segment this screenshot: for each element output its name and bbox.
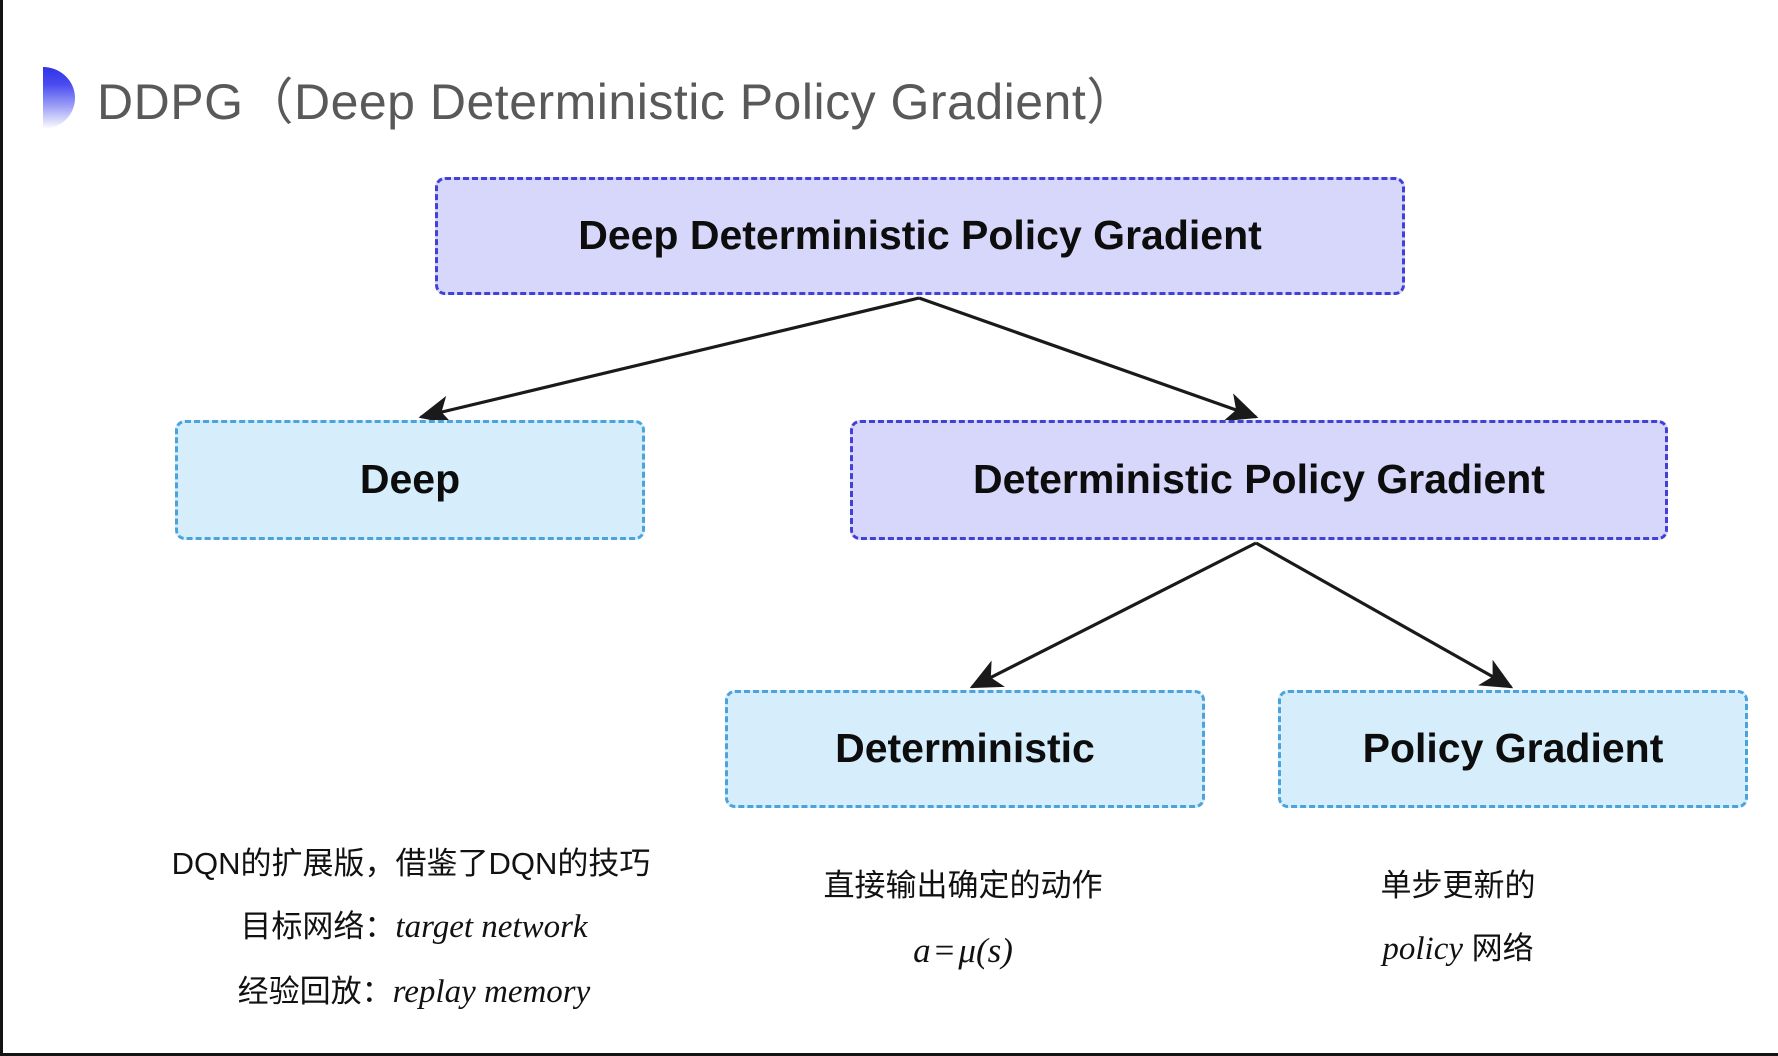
caption-deterministic: 直接输出确定的动作 a=μ(s) xyxy=(793,862,1133,978)
node-deep[interactable]: Deep xyxy=(175,420,645,540)
edge-root-to-deep xyxy=(418,296,920,425)
caption-deep-line-2: 目标网络：target network xyxy=(240,909,588,946)
node-label: Deep xyxy=(359,456,461,503)
caption-policy-gradient: 单步更新的 policy 网络 xyxy=(1288,862,1628,975)
node-deep-deterministic-policy-gradient[interactable]: Deep Deterministic Policy Gradient xyxy=(435,177,1405,295)
half-circle-gradient-bullet-icon xyxy=(43,67,75,129)
node-label: Deep Deterministic Policy Gradient xyxy=(578,212,1262,259)
caption-policy-gradient-line-2: policy 网络 xyxy=(1382,931,1534,968)
page-title: DDPG（Deep Deterministic Policy Gradient） xyxy=(43,58,1137,138)
caption-deterministic-formula: a=μ(s) xyxy=(913,931,1013,971)
caption-deterministic-line-1: 直接输出确定的动作 xyxy=(823,868,1103,903)
edge-dpg-to-deterministic xyxy=(969,541,1257,689)
caption-deep: DQN的扩展版，借鉴了DQN的技巧 目标网络：target network 经验… xyxy=(151,840,671,1018)
node-label: Deterministic Policy Gradient xyxy=(973,456,1545,503)
caption-deep-line-3: 经验回放：replay memory xyxy=(237,974,591,1011)
caption-policy-gradient-line-1: 单步更新的 xyxy=(1380,868,1536,903)
caption-deep-line-1: DQN的扩展版，借鉴了DQN的技巧 xyxy=(171,846,651,881)
node-deterministic-policy-gradient[interactable]: Deterministic Policy Gradient xyxy=(850,420,1668,540)
edge-root-to-dpg xyxy=(918,296,1259,422)
node-policy-gradient[interactable]: Policy Gradient xyxy=(1278,690,1748,808)
node-deterministic[interactable]: Deterministic xyxy=(725,690,1205,808)
node-label: Policy Gradient xyxy=(1362,725,1664,772)
title-text: DDPG（Deep Deterministic Policy Gradient） xyxy=(97,74,1137,130)
edge-dpg-to-policy-gradient xyxy=(1255,541,1514,689)
node-label: Deterministic xyxy=(835,725,1095,772)
